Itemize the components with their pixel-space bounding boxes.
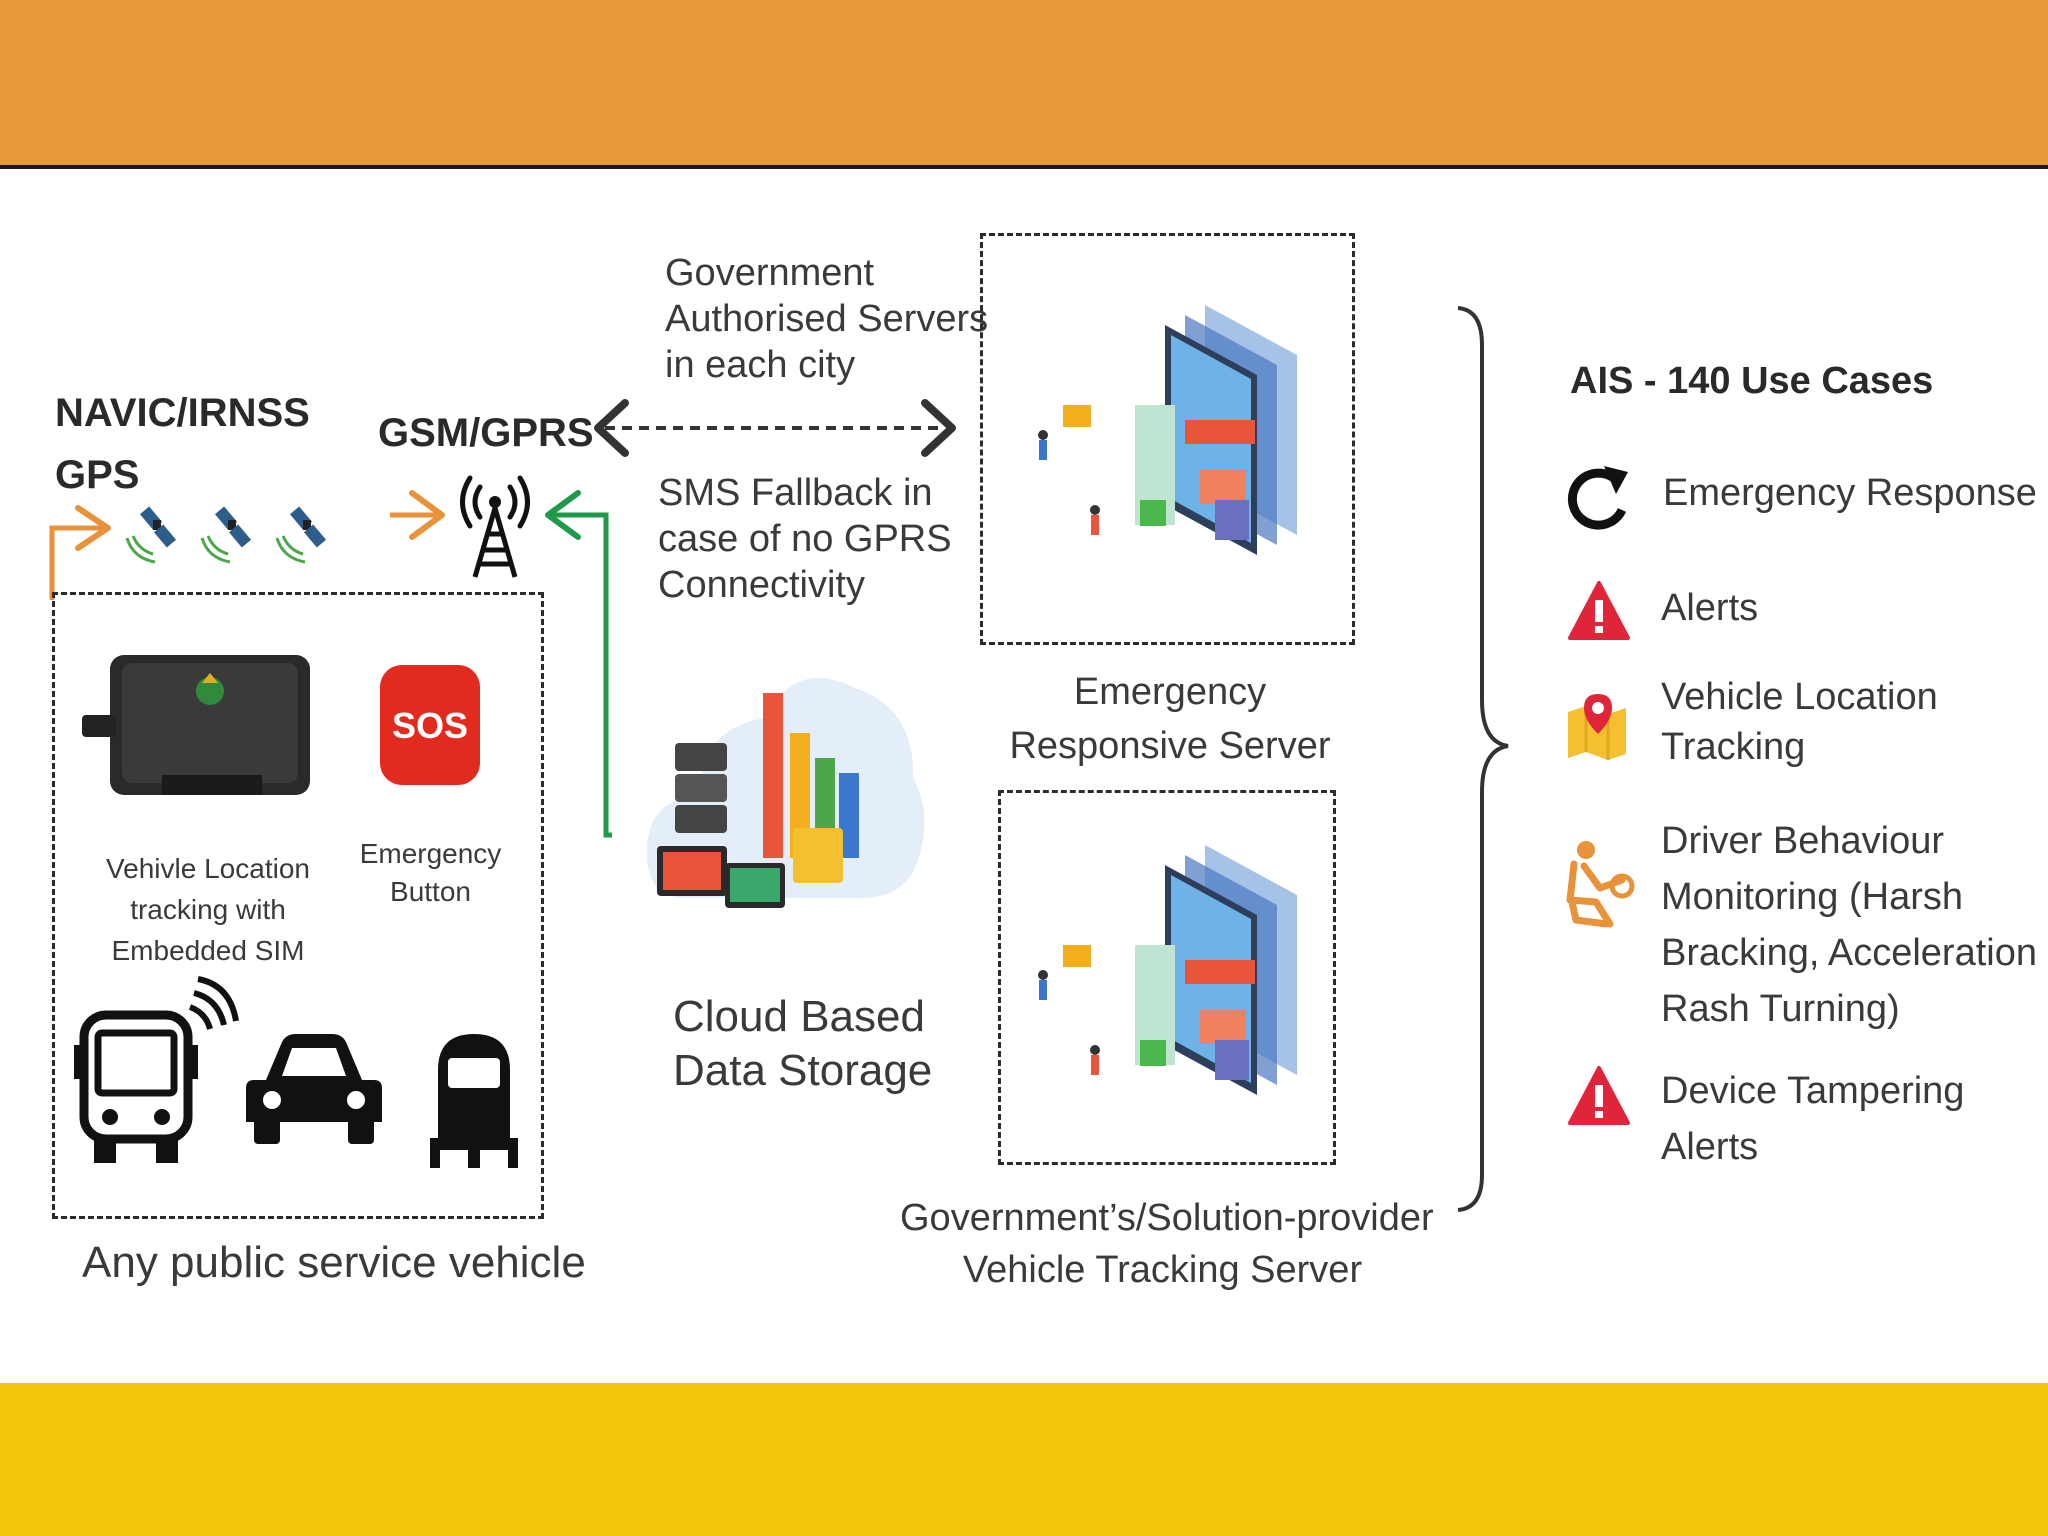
- alert-triangle-icon: [1568, 581, 1630, 640]
- refresh-icon: [1567, 466, 1628, 530]
- emergency-server-box: [980, 233, 1355, 645]
- car-icon: [246, 1034, 382, 1144]
- satellite-icon-2: [200, 506, 252, 564]
- alert-triangle-icon: [1568, 1066, 1630, 1125]
- tracking-device-icon: [82, 655, 310, 795]
- server-illustration-icon: [1038, 305, 1297, 555]
- use-cases-title: AIS - 140 Use Cases: [1570, 360, 1934, 402]
- satellite-icon-1: [125, 506, 177, 564]
- use-case-alerts: Alerts: [1661, 587, 1759, 629]
- navic-label: NAVIC/IRNSS: [55, 391, 310, 435]
- sos-text: SOS: [391, 705, 469, 746]
- footer-band: [0, 1383, 2048, 1536]
- driver-seat-icon: [1566, 841, 1635, 928]
- sos-button[interactable]: SOS: [380, 665, 480, 785]
- auto-rickshaw-icon: [430, 1034, 518, 1168]
- header-band: [0, 0, 2048, 169]
- cloud-storage-icon: [646, 678, 925, 908]
- tracking-server-box: [998, 790, 1336, 1165]
- cell-tower-icon: [460, 475, 530, 578]
- vehicle-box-caption: Any public service vehicle: [82, 1238, 586, 1287]
- satellite-icon-3: [275, 506, 327, 564]
- server-illustration-icon: [1038, 845, 1297, 1095]
- gsm-label: GSM/GPRS: [378, 411, 594, 455]
- bus-icon: [74, 976, 239, 1163]
- satellite-icons: [125, 506, 327, 564]
- vehicle-box: [52, 592, 544, 1219]
- use-case-emergency-response: Emergency Response: [1663, 472, 2037, 514]
- gps-label: GPS: [55, 453, 140, 497]
- map-pin-icon: [1568, 694, 1626, 760]
